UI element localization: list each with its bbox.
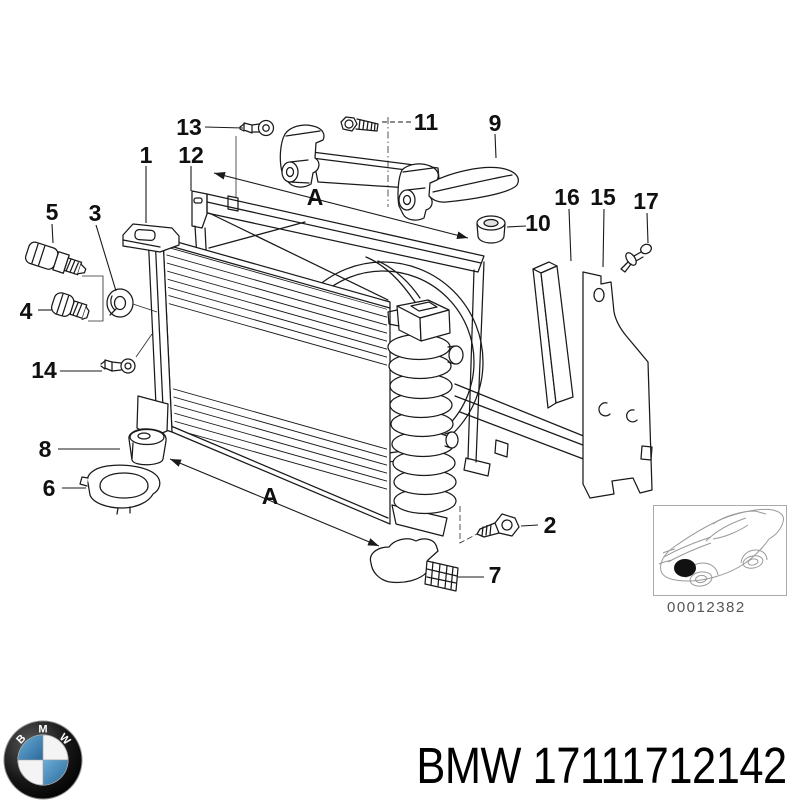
callout-11: 11 (414, 109, 439, 135)
callout-10: 10 (525, 210, 551, 236)
callout-15: 15 (590, 184, 616, 210)
mount-8-glyph (128, 428, 167, 466)
logo-quarter-white-tr (42, 734, 69, 761)
part-number-line: BMW 17111712142 (416, 736, 788, 795)
bmw-logo: B M W (3, 720, 83, 800)
logo-quarter-blue-br (42, 759, 69, 786)
leader-line-17 (646, 212, 649, 244)
callout-6: 6 (43, 475, 56, 501)
screw-11-glyph (340, 116, 379, 132)
callout-12: 12 (178, 142, 204, 168)
callout-1: 1 (140, 142, 153, 168)
brand-label: BMW (416, 737, 522, 794)
callout-16: 16 (554, 184, 580, 210)
part-location-dot (674, 559, 696, 577)
side-panel (582, 271, 653, 499)
dimension-label-2: A (262, 483, 279, 509)
leader-line-5 (51, 223, 54, 244)
clamp-6-glyph (79, 464, 161, 515)
logo-quarter-blue-tl (17, 734, 44, 761)
leader-line-2 (520, 524, 539, 527)
callout-4: 4 (20, 298, 33, 324)
leader-line-15 (602, 208, 605, 268)
thumbnail-code: 00012382 (667, 599, 746, 616)
rivet-14-glyph (100, 358, 136, 374)
callout-14: 14 (31, 357, 57, 383)
thumbnail-frame (653, 505, 787, 596)
dimension-label-1: A (307, 184, 324, 210)
leader-line-3 (95, 224, 117, 292)
trim-strip (532, 261, 574, 409)
logo-quarter-white-bl (17, 759, 44, 786)
callout-7: 7 (489, 562, 502, 588)
sensor-5-glyph (24, 241, 87, 276)
callout-9: 9 (489, 110, 502, 136)
car-outline (658, 508, 784, 587)
callout-2: 2 (544, 512, 557, 538)
leader-line-10 (506, 225, 527, 228)
part-number: 17111712142 (532, 737, 788, 794)
bolt-2-glyph (476, 513, 520, 538)
side-tank (365, 256, 464, 537)
rivet-17-glyph (620, 243, 652, 273)
callout-5: 5 (46, 199, 59, 225)
bushing-10-glyph (476, 215, 506, 244)
callout-8: 8 (39, 436, 52, 462)
dimension-line-2 (169, 458, 380, 547)
callout-13: 13 (176, 114, 202, 140)
callout-3: 3 (89, 200, 102, 226)
dimension-line-1 (213, 171, 469, 240)
plug-4-glyph (50, 292, 90, 320)
rivet-13-glyph (239, 119, 275, 137)
logo-letter-m: M (38, 724, 47, 736)
radiator-core (122, 223, 391, 525)
callout-17: 17 (633, 188, 659, 214)
washer-3-glyph (106, 288, 134, 318)
leader-line-16 (568, 208, 572, 262)
part-glyphs (24, 116, 652, 592)
leader-line-13 (204, 126, 244, 129)
car-thumbnail: 00012382 (653, 505, 787, 616)
bracket-7-glyph (369, 538, 459, 592)
leader-line-9 (494, 133, 497, 159)
